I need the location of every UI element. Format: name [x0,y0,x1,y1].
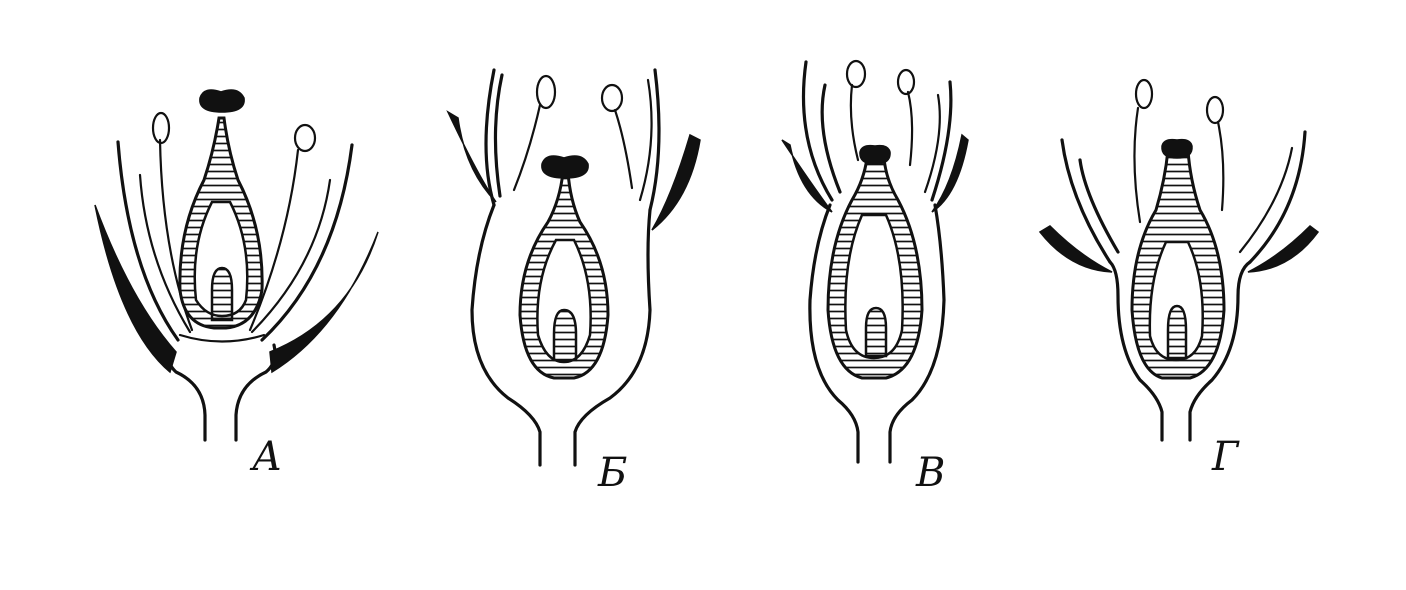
figure-label-d: Г [1211,434,1240,480]
flower-figure-d [1040,80,1318,440]
flower-figure-b [448,70,700,465]
figure-label-c: В [915,450,945,496]
figure-label-b: Б [597,450,627,496]
figure-label-a: А [249,434,282,480]
flower-figure-c [782,61,968,462]
flower-figure-a [95,90,378,440]
